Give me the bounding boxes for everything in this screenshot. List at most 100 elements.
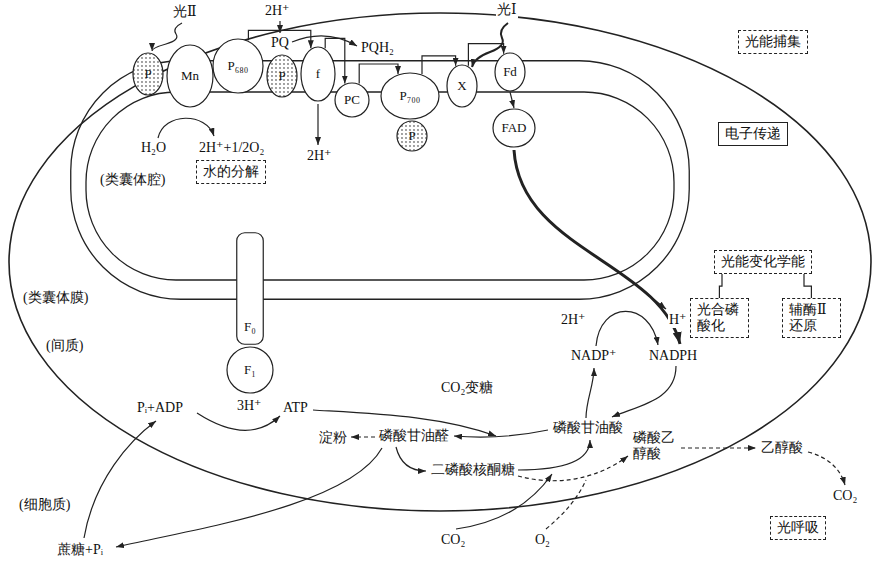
chem-label: 蔗糖+Pᵢ [56, 542, 104, 558]
dashed-arrow [351, 436, 375, 437]
membrane-inner [86, 92, 674, 280]
chem-label: 2H⁺+1/2O₂ [198, 140, 265, 156]
topic-box: 光能捕集 [738, 30, 808, 54]
outline-ellipse [495, 53, 525, 91]
light-ray [152, 23, 182, 51]
outline-ellipse [167, 45, 213, 107]
outline-ellipse [227, 347, 273, 393]
chem-label: (细胞质) [18, 497, 71, 513]
cycle-arrow [518, 440, 590, 470]
chem-label: ATP [282, 400, 309, 416]
chem-label: 磷酸甘油酸 [552, 420, 624, 436]
plastocyanin: PC [334, 82, 370, 118]
outline-ellipse [133, 53, 163, 95]
outline-ellipse [301, 47, 335, 101]
pigment-particle: P [266, 54, 298, 98]
pigment-particle: P [396, 120, 428, 152]
bracket-line [804, 274, 811, 298]
cycle-arrow [396, 447, 426, 471]
node-text: F₀ [244, 320, 256, 335]
chem-label: 淀粉 [318, 430, 348, 446]
node-text: 辅酶Ⅱ还原 [789, 302, 834, 334]
ferredoxin: Fd [494, 52, 526, 92]
node-text: P₇₀₀ [400, 89, 421, 104]
dashed-line [546, 480, 586, 529]
node-text: 电子传递 [725, 126, 781, 142]
chem-label: 2H⁺ [264, 3, 291, 19]
chem-label: O₂ [534, 532, 551, 548]
reaction-center: P₇₀₀ [380, 72, 440, 120]
atp-synthase-head: F₁ [226, 346, 274, 394]
chem-label: PQ [270, 35, 290, 51]
outline-ellipse [267, 55, 297, 97]
node-text: 光合磷酸化 [697, 302, 742, 334]
node-text: 光能变化学能 [721, 254, 805, 270]
outline-ellipse [493, 109, 535, 147]
flow-arrow [612, 366, 676, 417]
topic-box: 电子传递 [718, 122, 788, 146]
outline-stalk [237, 233, 264, 345]
node-text: FAD [501, 121, 526, 136]
proton-arrow [317, 104, 318, 145]
chem-label: H⁺ [668, 312, 688, 328]
chem-label: 二磷酸核酮糖 [430, 462, 516, 478]
dashed-arrow [518, 456, 628, 481]
electron-arrow [514, 150, 680, 344]
chem-label: 2H⁺ [560, 312, 587, 328]
node-text: 光呼吸 [777, 520, 819, 536]
node-text: PC [344, 93, 360, 108]
water-splitting-arrow [158, 118, 214, 138]
fixation-arrow [456, 474, 552, 529]
node-text: F₁ [244, 363, 256, 378]
chem-label: CO₂变糖 [440, 380, 494, 396]
phosphorylation-arrow [197, 413, 280, 430]
outline-ellipse [335, 83, 369, 117]
cycle-arrow [454, 430, 548, 437]
bracket-line [719, 274, 722, 298]
chem-label: 2H⁺ [306, 148, 333, 164]
node-text: X [457, 79, 466, 94]
chem-label: Pᵢ+ADP [136, 400, 184, 416]
node-text: Mn [181, 69, 199, 84]
flavoprotein: FAD [492, 108, 536, 148]
dashed-arrow [681, 447, 756, 448]
chem-label: PQH₂ [360, 40, 395, 56]
reduction-arrow [292, 36, 357, 46]
outline-ellipse [213, 39, 263, 93]
chem-label: CO₂ [440, 532, 466, 548]
node-text: 水的分解 [203, 164, 259, 180]
cytochrome-complex: f [300, 46, 336, 102]
node-text: P₆₈₀ [228, 59, 249, 74]
dashed-arrow [808, 452, 845, 485]
membrane-outer [71, 61, 690, 300]
node-text: f [316, 67, 320, 82]
manganese-complex: Mn [166, 44, 214, 108]
chem-label: (类囊体膜) [22, 290, 89, 306]
atp-synthase-stalk: F₀ [236, 232, 264, 345]
node-text: Fd [503, 65, 517, 80]
topic-box: 光能变化学能 [714, 250, 812, 274]
node-text: (间质) [46, 338, 83, 354]
flow-arrow [586, 368, 594, 418]
topic-box: 光呼吸 [770, 516, 826, 540]
proton-arrow [647, 294, 666, 309]
node-text: 光能捕集 [745, 34, 801, 50]
node-text: (类囊体腔) [100, 172, 165, 188]
node-text: P [278, 69, 285, 84]
reaction-center: P₆₈₀ [212, 38, 264, 94]
flow-arrow [116, 448, 382, 547]
topic-box: 水的分解 [196, 160, 266, 184]
pigment-particle: P [132, 52, 164, 96]
chem-label: 磷酸乙醇酸 [632, 430, 679, 462]
outline-ellipse [397, 121, 427, 151]
thylakoid: (类囊体腔)PMnP₆₈₀PfPCP₇₀₀PXFdFADF₀水的分解 [70, 60, 690, 300]
reduction-arc [596, 311, 658, 346]
chem-label: CO₂ [832, 488, 858, 504]
chem-label: H₂O [140, 140, 167, 156]
topic-box: 光合磷酸化 [690, 298, 749, 338]
chem-label: NADP⁺ [570, 348, 618, 364]
outline-ellipse [447, 65, 477, 107]
